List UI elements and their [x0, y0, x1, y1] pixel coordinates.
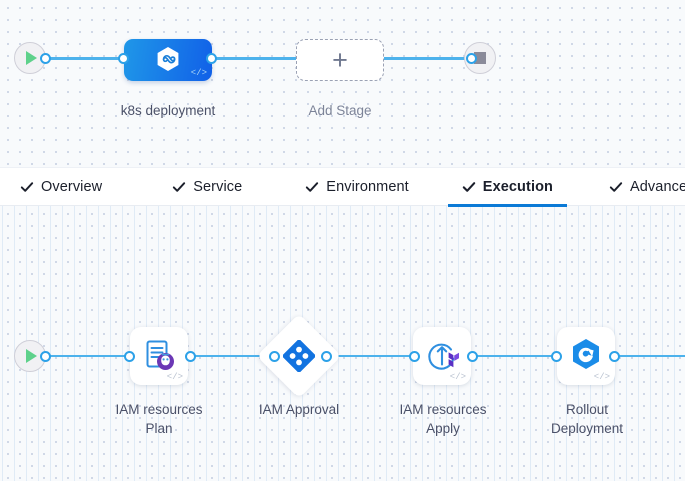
- tab-label: Service: [193, 178, 243, 195]
- stage-port-end-in[interactable]: [466, 52, 477, 64]
- tab-environment[interactable]: Environment: [291, 167, 423, 206]
- tab-service[interactable]: Service: [158, 167, 256, 206]
- tab-label: Advanced: [630, 178, 685, 195]
- step-port-1-in[interactable]: [124, 350, 135, 362]
- check-icon: [173, 181, 186, 192]
- plus-icon: +: [332, 44, 348, 75]
- step-link-0: [40, 354, 133, 358]
- step-port-4-out[interactable]: [609, 350, 620, 362]
- step-port-2-in[interactable]: [269, 350, 280, 362]
- stage-config-tabs: Overview Service Environment Execution A: [0, 167, 685, 207]
- code-icon: </>: [166, 372, 183, 382]
- hexagon-infinity-icon: [157, 47, 179, 71]
- step-link-2: [327, 354, 415, 358]
- step-label-iam-resources-apply: IAM resources Apply: [399, 402, 487, 436]
- check-icon: [20, 181, 34, 192]
- step-port-3-out[interactable]: [467, 350, 478, 362]
- play-icon: [26, 51, 37, 65]
- step-port-4-in[interactable]: [551, 350, 562, 362]
- stage-link-start: [40, 57, 132, 60]
- step-link-3: [473, 354, 557, 358]
- step-port-2-out[interactable]: [321, 350, 332, 362]
- step-link-4: [615, 354, 685, 358]
- step-label-iam-resources-plan: IAM resources Plan: [115, 402, 203, 436]
- step-node-iam-resources-apply[interactable]: </>: [413, 327, 471, 385]
- tab-execution[interactable]: Execution: [447, 167, 568, 207]
- code-icon: </>: [449, 372, 466, 382]
- stage-node-label: k8s deployment: [120, 103, 216, 118]
- add-stage-button[interactable]: +: [296, 39, 384, 81]
- step-node-iam-approval[interactable]: [269, 326, 329, 386]
- rollout-hexagon-icon: [573, 339, 599, 369]
- stage-canvas[interactable]: </> + k8s deployment Add Stage: [0, 0, 685, 167]
- step-link-1: [191, 354, 275, 358]
- pipeline-start-node[interactable]: [14, 42, 46, 74]
- add-stage-label: Add Stage: [308, 103, 372, 118]
- code-icon: </>: [190, 68, 207, 78]
- step-label-iam-approval: IAM Approval: [258, 402, 340, 417]
- play-icon: [26, 349, 37, 363]
- stage-port-k8s-in[interactable]: [118, 52, 129, 64]
- step-label-rollout-deployment: Rollout Deployment: [550, 402, 624, 436]
- step-node-rollout-deployment[interactable]: </>: [557, 327, 615, 385]
- step-port-3-in[interactable]: [409, 350, 420, 362]
- stop-icon: [474, 52, 486, 64]
- step-port-1-out[interactable]: [185, 350, 196, 362]
- execution-steps-canvas[interactable]: </> </>: [0, 206, 685, 481]
- approval-diamond-icon: [283, 340, 315, 372]
- stage-link-end: [380, 57, 472, 60]
- tab-label: Environment: [326, 178, 409, 195]
- pipeline-end-node[interactable]: [464, 42, 496, 74]
- step-port-start-out[interactable]: [40, 350, 51, 362]
- tab-label: Overview: [41, 178, 103, 195]
- stage-node-k8s-deployment[interactable]: </>: [124, 39, 212, 81]
- code-icon: </>: [593, 372, 610, 382]
- check-icon: [462, 181, 476, 192]
- tab-overview[interactable]: Overview: [6, 167, 116, 206]
- tab-advanced[interactable]: Advanced: [595, 167, 685, 206]
- terraform-plan-icon: [146, 340, 174, 370]
- stage-port-k8s-out[interactable]: [206, 52, 217, 64]
- check-icon: [306, 181, 319, 192]
- tab-label: Execution: [482, 178, 553, 195]
- stage-link-middle: [206, 57, 302, 60]
- check-icon: [609, 181, 623, 192]
- terraform-apply-icon: [428, 343, 459, 370]
- stage-port-start-out[interactable]: [40, 52, 51, 64]
- step-node-iam-resources-plan[interactable]: </>: [130, 327, 188, 385]
